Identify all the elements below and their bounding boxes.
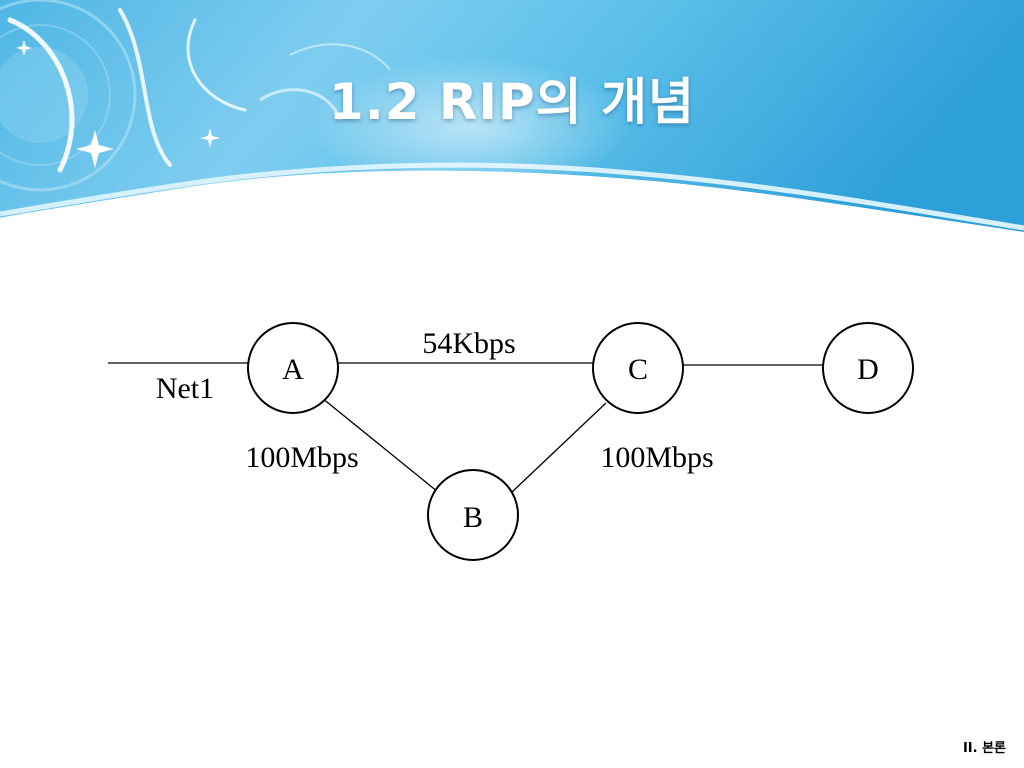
edge-label-a-b: 100Mbps	[245, 441, 358, 474]
net1-label: Net1	[156, 372, 214, 405]
router-node-d	[822, 322, 914, 414]
link-b-c	[511, 402, 607, 493]
edge-label-a-c: 54Kbps	[422, 327, 515, 360]
header-banner	[0, 0, 1024, 240]
node-label-b: B	[463, 501, 483, 534]
edge-label-b-c: 100Mbps	[600, 441, 713, 474]
slide-title: 1.2 RIP의 개념	[328, 73, 696, 131]
node-label-c: C	[628, 353, 648, 386]
link-a-b	[321, 397, 439, 493]
router-node-b	[427, 469, 519, 561]
router-node-a	[247, 322, 339, 414]
router-node-c	[592, 322, 684, 414]
node-label-d: D	[857, 353, 879, 386]
node-label-a: A	[282, 353, 304, 386]
section-footer: II. 본론	[962, 741, 1006, 756]
